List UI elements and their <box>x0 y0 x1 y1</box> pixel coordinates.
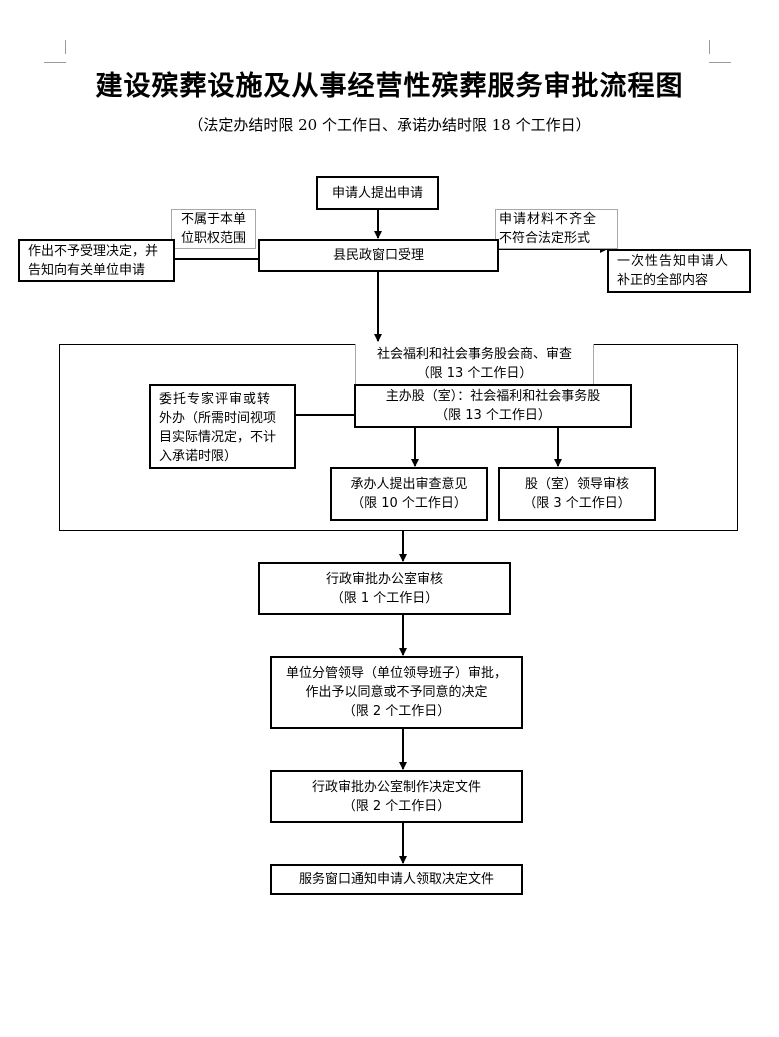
node-section-leader: 股（室）领导审核 （限 3 个工作日） <box>498 467 656 521</box>
page-subtitle: （法定办结时限 20 个工作日、承诺办结时限 18 个工作日） <box>188 116 591 134</box>
node-consult-header: 社会福利和社会事务股会商、审查 （限 13 个工作日） <box>355 344 594 388</box>
edge-label-out-of-scope: 不属于本单 位职权范围 <box>171 209 256 249</box>
node-accept-text: 县民政窗口受理 <box>332 248 424 263</box>
crop-mark-tr-h <box>709 62 731 63</box>
node-apply: 申请人提出申请 <box>316 176 439 210</box>
crop-mark-tl-h <box>44 62 66 63</box>
node-expert-review: 委托专家评审或转 外办（所需时间视项 目实际情况定，不计 入承诺时限） <box>149 384 296 469</box>
node-leader-approval: 单位分管领导（单位领导班子）审批， 作出予以同意或不予同意的决定 （限 2 个工… <box>270 656 523 729</box>
node-accept: 县民政窗口受理 <box>258 239 499 272</box>
crop-mark-tr-v <box>709 40 710 54</box>
node-make-decision: 行政审批办公室制作决定文件 （限 2 个工作日） <box>270 770 523 823</box>
node-apply-text: 申请人提出申请 <box>331 185 423 201</box>
node-reject: 作出不予受理决定，并 告知向有关单位申请 <box>18 239 175 282</box>
page-title: 建设殡葬设施及从事经营性殡葬服务审批流程图 <box>95 71 684 102</box>
node-admin-review: 行政审批办公室审核 （限 1 个工作日） <box>258 562 511 615</box>
crop-mark-tl-v <box>65 40 66 54</box>
node-notify-supplement: 一次性告知申请人 补正的全部内容 <box>607 249 751 293</box>
edge-label-incomplete: 申请材料不齐全 不符合法定形式 <box>495 209 618 249</box>
node-notify-pickup: 服务窗口通知申请人领取决定文件 <box>270 864 523 895</box>
node-handler-opinion: 承办人提出审查意见 （限 10 个工作日） <box>330 467 488 521</box>
node-lead-dept: 主办股（室）：社会福利和社会事务股 （限 13 个工作日） <box>354 384 632 428</box>
node-notify-pickup-text: 服务窗口通知申请人领取决定文件 <box>298 872 494 887</box>
